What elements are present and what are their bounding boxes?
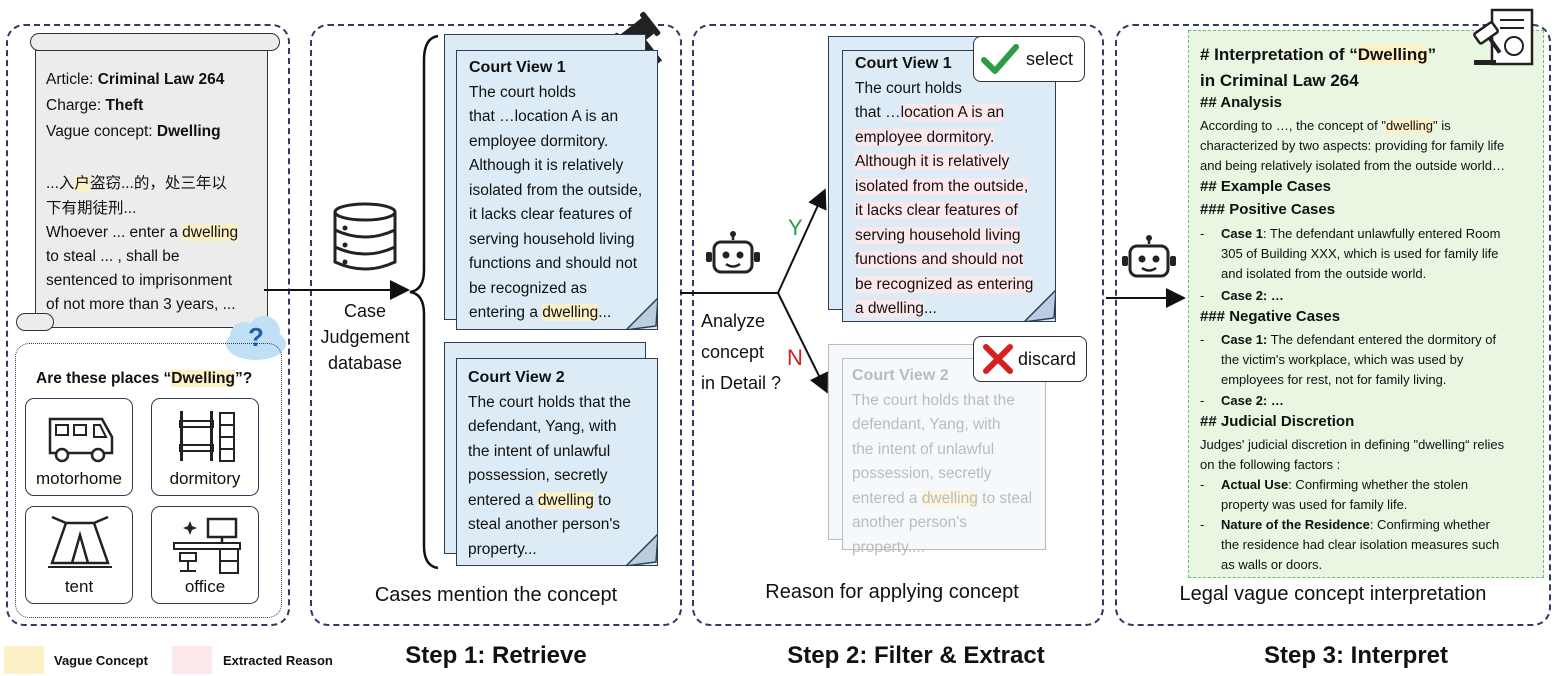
- step1-caption: Cases mention the concept: [374, 584, 618, 606]
- negative-cases-heading: ### Negative Cases: [1200, 308, 1341, 325]
- dash: -: [1200, 226, 1205, 241]
- legend-label-reason: Extracted Reason: [223, 653, 333, 668]
- step3-caption: Legal vague concept interpretation: [1179, 583, 1487, 605]
- filter-panel: [692, 24, 1104, 626]
- vague-concept-line: Vague concept: Dwelling: [46, 123, 221, 140]
- interp-title-2: in Criminal Law 264: [1200, 71, 1359, 90]
- robot-icon: [706, 231, 760, 274]
- tent-icon: [48, 515, 112, 568]
- english-statute-line3: sentenced to imprisonment: [46, 272, 233, 289]
- database-label: Case Judgement database: [320, 301, 410, 373]
- interpretation-document: [1188, 30, 1544, 578]
- dash: -: [1200, 288, 1205, 303]
- article-line: Article: Criminal Law 264: [46, 71, 225, 88]
- chinese-statute-line2: 下有期徒刑...: [46, 200, 137, 217]
- dash: -: [1200, 332, 1205, 347]
- step2-caption: Reason for applying concept: [765, 581, 1019, 603]
- chinese-statute-line1: ...入户盗窃...的，处三年以: [46, 175, 227, 192]
- place-label: tent: [64, 577, 94, 596]
- english-statute-line2: to steal ... , shall be: [46, 248, 180, 265]
- discarded-view-text: Court View 2 The court holds that the de…: [852, 367, 1033, 556]
- page-curl-icon: [626, 298, 658, 330]
- positive-case-2: Case 2: …: [1221, 288, 1284, 303]
- retrieve-panel: [310, 24, 682, 626]
- judicial-discretion-heading: ## Judicial Discretion: [1200, 413, 1355, 430]
- input-panel: [6, 24, 290, 626]
- place-motorhome: motorhome: [25, 398, 133, 496]
- database-icon: [333, 202, 397, 271]
- cross-icon: [983, 344, 1013, 374]
- statute-scroll: [35, 50, 268, 328]
- place-label: office: [184, 577, 226, 596]
- svg-text:?: ?: [248, 322, 264, 352]
- dash: -: [1200, 477, 1205, 492]
- check-icon: [981, 44, 1019, 74]
- discretion-line1: Judges' judicial discretion in defining …: [1200, 437, 1505, 452]
- example-cases-heading: ## Example Cases: [1200, 178, 1331, 195]
- legend-swatch-vague: [4, 646, 44, 674]
- office-desk-icon: [173, 517, 241, 574]
- yes-label: Y: [788, 215, 803, 240]
- analysis-heading: ## Analysis: [1200, 94, 1282, 111]
- robot-icon: [1122, 235, 1176, 278]
- charge-line: Charge: Theft: [46, 97, 144, 114]
- discretion-line2: on the following factors :: [1200, 457, 1341, 472]
- select-tag: select: [973, 36, 1085, 82]
- factor-actual-use: Actual Use: Confirming whether the stole…: [1221, 477, 1469, 512]
- interpret-panel: [1115, 24, 1551, 626]
- step3-title: Step 3: Interpret: [1263, 642, 1449, 669]
- question-text: Are these places “Dwelling”?: [36, 370, 253, 387]
- court-view-1-text: Court View 1 The court holds that …locat…: [469, 59, 643, 321]
- factor-nature-of-residence: Nature of the Residence: Confirming whet…: [1221, 517, 1500, 572]
- scroll-roll-bottom: [16, 313, 54, 331]
- discarded-view-card: [842, 358, 1046, 550]
- english-statute-line4: of not more than 3 years, ...: [46, 296, 236, 313]
- negative-case-1: Case 1: The defendant entered the dormit…: [1221, 332, 1497, 387]
- court-view-2-text: Court View 2 The court holds that the de…: [468, 369, 631, 558]
- analysis-line2: characterized by two aspects: providing …: [1200, 138, 1505, 153]
- dash: -: [1200, 393, 1205, 408]
- court-view-1-card: [456, 50, 658, 330]
- court-view-2-card: [456, 358, 658, 566]
- no-label: N: [787, 345, 803, 370]
- legend-label-vague: Vague Concept: [54, 653, 148, 668]
- analysis-line3: and being relatively isolated from the o…: [1200, 158, 1505, 173]
- analysis-line1: According to …, the concept of "dwelling…: [1200, 118, 1451, 133]
- english-statute-line1: Whoever ... enter a dwelling: [46, 224, 239, 241]
- page-curl-icon: [1024, 290, 1056, 322]
- selected-view-text: Court View 1 The court holds that …locat…: [855, 55, 1034, 317]
- place-tent: tent: [25, 506, 133, 604]
- place-label: dormitory: [169, 469, 241, 488]
- motorhome-icon: [48, 417, 114, 463]
- dash: -: [1200, 517, 1205, 532]
- bunk-bed-icon: [179, 411, 235, 462]
- page-curl-icon: [626, 534, 658, 566]
- scroll-roll-top: [30, 33, 280, 51]
- place-dormitory: dormitory: [151, 398, 259, 496]
- interp-title: # Interpretation of “Dwelling”: [1200, 45, 1437, 64]
- legend-swatch-reason: [172, 646, 212, 674]
- discard-tag: discard: [973, 336, 1087, 382]
- question-box: [15, 343, 282, 618]
- place-label: motorhome: [36, 469, 122, 488]
- negative-case-2: Case 2: …: [1221, 393, 1284, 408]
- legal-document-icon: [1473, 8, 1534, 66]
- place-office: office: [151, 506, 259, 604]
- step2-title: Step 2: Filter & Extract: [787, 642, 1045, 669]
- analyze-question: Analyze concept in Detail ?: [701, 311, 782, 393]
- positive-cases-heading: ### Positive Cases: [1200, 201, 1336, 218]
- step1-title: Step 1: Retrieve: [405, 642, 587, 669]
- positive-case-1: Case 1: The defendant unlawfully entered…: [1221, 226, 1501, 281]
